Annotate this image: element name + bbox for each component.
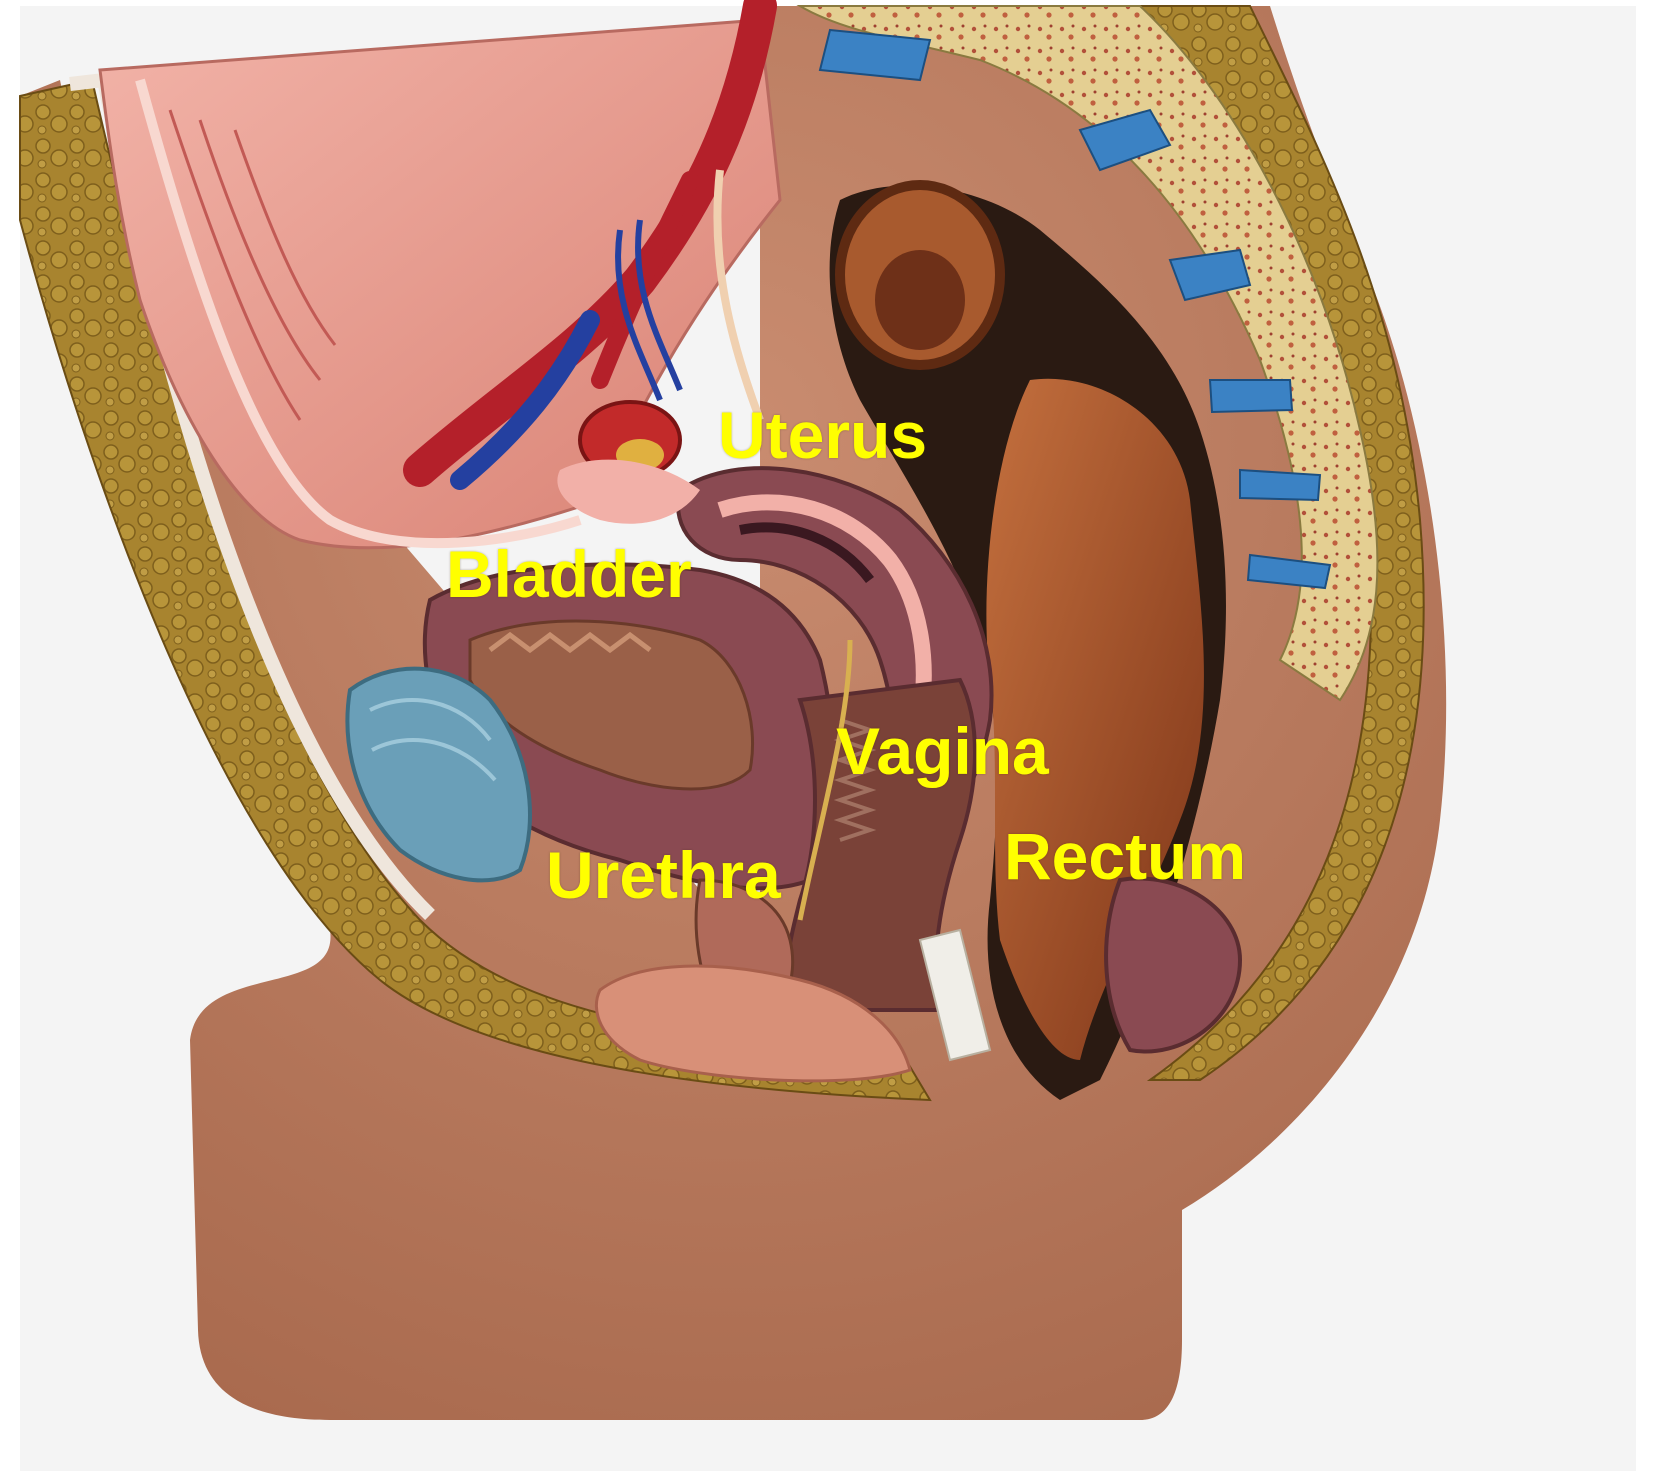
label-vagina: Vagina (836, 718, 1049, 784)
label-urethra: Urethra (546, 842, 781, 908)
label-rectum: Rectum (1004, 823, 1246, 889)
label-uterus: Uterus (718, 402, 927, 468)
label-bladder: Bladder (446, 541, 692, 607)
